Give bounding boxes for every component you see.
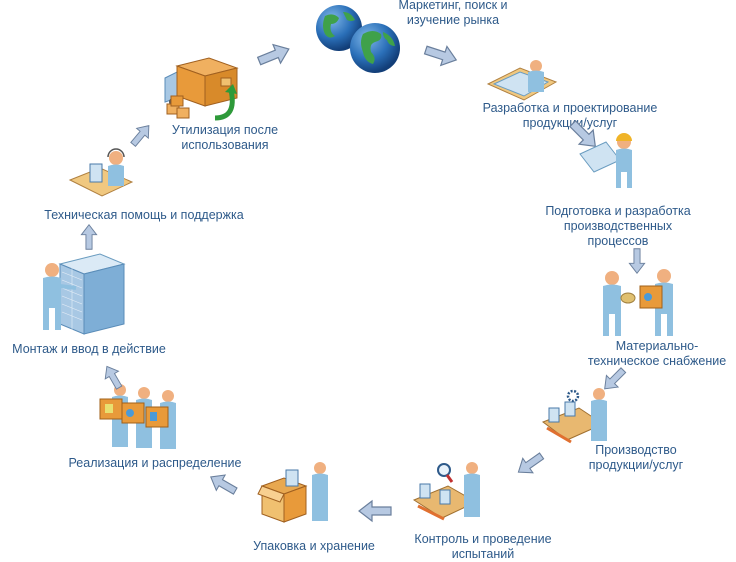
globe-icon: [313, 4, 409, 76]
label-line: Реализация и распределение: [68, 456, 242, 470]
engineer-blueprint-icon: [579, 132, 640, 190]
label-line: Монтаж и ввод в действие: [12, 342, 166, 356]
flow-arrow: [512, 447, 548, 481]
stage-label-support: Техническая помощь и поддержка: [24, 208, 264, 223]
flow-arrow: [126, 119, 157, 150]
stage-label-production: Производство продукции/услуг: [580, 443, 692, 473]
stage-label-design: Разработка и проектирование продукции/ус…: [465, 101, 675, 131]
label-line: продукции/услуг: [522, 116, 618, 130]
stage-label-marketing: Маркетинг, поиск и изучение рынка: [388, 0, 518, 28]
conveyor-worker-icon: [541, 386, 613, 444]
flow-arrow: [421, 39, 460, 70]
inspection-icon: [412, 460, 490, 521]
stage-label-process-prep: Подготовка и разработка производственных…: [528, 204, 708, 249]
flow-arrow: [99, 361, 128, 393]
label-line: Подготовка и разработка: [545, 204, 691, 218]
label-line: Разработка и проектирование: [482, 101, 658, 115]
label-line: Утилизация после: [171, 123, 279, 137]
label-line: Контроль и проведение: [414, 532, 552, 546]
label-line: использования: [181, 138, 269, 152]
flow-arrow: [564, 115, 604, 155]
supply-handover-icon: [598, 268, 682, 340]
packing-box-icon: [257, 460, 334, 524]
stage-label-disposal: Утилизация после использования: [160, 123, 290, 153]
stage-label-installation: Монтаж и ввод в действие: [0, 342, 184, 357]
label-line: Упаковка и хранение: [253, 539, 375, 553]
flow-arrow: [80, 224, 98, 250]
flow-arrow: [597, 363, 630, 396]
label-line: Производство: [595, 443, 677, 457]
flow-arrow: [358, 499, 392, 523]
label-line: Техническая помощь и поддержка: [44, 208, 244, 222]
carriers-icon: [92, 383, 184, 451]
label-line: техническое снабжение: [587, 354, 727, 368]
stage-label-supply: Материально- техническое снабжение: [575, 339, 736, 369]
label-line: процессов: [587, 234, 649, 248]
label-line: производственных: [563, 219, 673, 233]
stage-label-distribution: Реализация и распределение: [50, 456, 260, 471]
flow-arrow: [628, 248, 646, 274]
truck-recycle-icon: [163, 57, 243, 122]
designer-icon: [486, 58, 566, 103]
label-line: Материально-: [615, 339, 699, 353]
flow-arrow: [205, 468, 241, 500]
server-rack-icon: [40, 253, 126, 336]
label-line: испытаний: [451, 547, 515, 561]
label-line: продукции/услуг: [588, 458, 684, 472]
flow-arrow: [254, 38, 294, 71]
stage-label-packaging: Упаковка и хранение: [244, 539, 384, 554]
label-line: изучение рынка: [406, 13, 500, 27]
support-desk-icon: [68, 148, 138, 200]
stage-label-control: Контроль и проведение испытаний: [404, 532, 562, 562]
label-line: Маркетинг, поиск и: [398, 0, 508, 12]
